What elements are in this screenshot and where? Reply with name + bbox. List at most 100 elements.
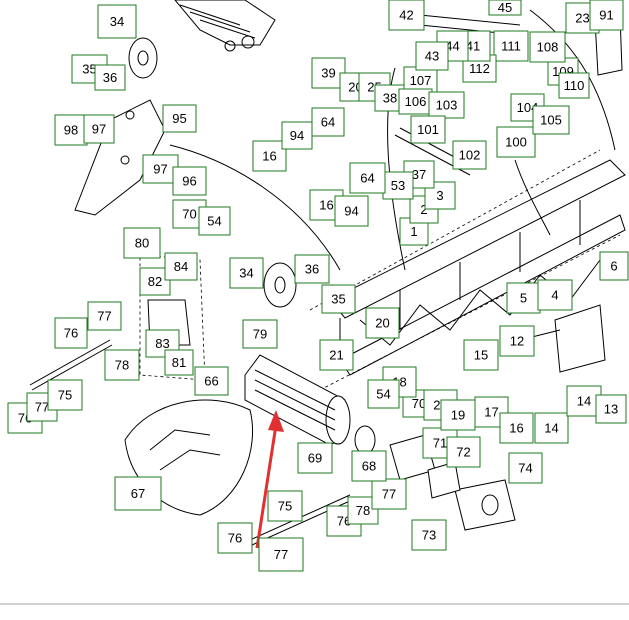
callout-13: 13 [595, 394, 627, 424]
callout-74: 74 [508, 452, 543, 484]
callout-number: 76 [64, 326, 78, 341]
callout-number: 36 [305, 262, 319, 277]
callout-54: 54 [367, 379, 400, 409]
callout-number: 75 [278, 499, 292, 514]
callout-number: 16 [319, 198, 333, 213]
callout-box [398, 88, 433, 115]
callout-box [537, 279, 573, 311]
diagram-drawing [29, 0, 626, 546]
callout-box [83, 114, 115, 144]
callout-68: 68 [351, 450, 387, 482]
callout-number: 91 [599, 8, 613, 23]
callout-box [172, 166, 207, 196]
callout-number: 95 [172, 111, 186, 126]
callout-box [252, 140, 287, 172]
callout-number: 35 [331, 292, 345, 307]
callout-box [440, 399, 476, 431]
callout-106: 106 [398, 88, 433, 115]
callout-number: 13 [604, 402, 618, 417]
callout-number: 100 [505, 135, 527, 150]
callout-16: 16 [252, 140, 287, 172]
callout-box [104, 349, 140, 381]
callout-box [410, 115, 446, 144]
callout-20: 20 [365, 307, 400, 339]
callout-number: 102 [459, 148, 481, 163]
callout-box [499, 325, 535, 357]
callout-box [415, 41, 449, 71]
callout-box [321, 284, 356, 314]
callout-75: 75 [47, 379, 83, 411]
callout-number: 106 [405, 94, 427, 109]
callout-box [258, 537, 304, 572]
pointer-arrow [255, 410, 284, 549]
callout-number: 39 [321, 66, 335, 81]
callout-77: 77 [258, 537, 304, 572]
callout-98: 98 [54, 114, 88, 146]
callout-number: 41 [466, 39, 480, 54]
callout-76: 76 [217, 522, 253, 554]
callout-number: 110 [564, 78, 585, 93]
callout-number: 2 [420, 202, 427, 217]
callout-number: 19 [451, 408, 465, 423]
callout-box [558, 72, 590, 99]
callout-5: 5 [506, 282, 541, 314]
callout-53: 53 [382, 171, 414, 200]
callout-73: 73 [411, 519, 447, 551]
callout-number: 53 [391, 178, 405, 193]
callout-16: 16 [499, 412, 534, 444]
callout-box [123, 227, 161, 259]
callout-number: 73 [422, 528, 436, 543]
callout-number: 78 [356, 503, 370, 518]
callout-number: 64 [321, 115, 335, 130]
callout-75: 75 [267, 490, 303, 522]
callout-box [217, 522, 253, 554]
callout-number: 21 [329, 348, 343, 363]
callout-number: 20 [375, 316, 389, 331]
callout-15: 15 [463, 339, 499, 371]
callout-77: 77 [87, 301, 122, 331]
callout-number: 54 [376, 387, 390, 402]
callout-number: 112 [469, 61, 490, 76]
callout-95: 95 [162, 104, 197, 133]
callout-box [97, 4, 137, 39]
callout-box [164, 349, 194, 376]
callout-84: 84 [164, 252, 198, 281]
callout-number: 14 [544, 421, 558, 436]
callout-17: 17 [474, 396, 509, 428]
callout-number: 70 [182, 207, 196, 222]
callout-box [294, 254, 330, 284]
callout-box [367, 379, 400, 409]
callout-box [267, 490, 303, 522]
callout-number: 94 [290, 128, 304, 143]
callout-6: 6 [599, 251, 629, 281]
callout-78: 78 [104, 349, 140, 381]
callout-box [94, 64, 126, 91]
callout-box [496, 126, 536, 158]
callout-number: 67 [131, 486, 145, 501]
callout-number: 103 [436, 98, 458, 113]
callout-number: 98 [64, 123, 78, 138]
callout-number: 79 [253, 327, 267, 342]
callout-34: 34 [229, 257, 264, 289]
callout-box [365, 307, 400, 339]
callout-number: 71 [433, 436, 447, 451]
callout-111: 111 [493, 30, 529, 62]
callout-14: 14 [534, 412, 569, 444]
callout-number: 23 [575, 11, 589, 26]
callout-97: 97 [83, 114, 115, 144]
callout-79: 79 [242, 319, 278, 349]
callout-number: 38 [383, 91, 397, 106]
callout-21: 21 [319, 339, 354, 371]
callout-box [371, 478, 407, 510]
callout-box [311, 107, 345, 137]
callout-number: 15 [474, 348, 488, 363]
callout-number: 34 [239, 266, 253, 281]
bottom-rule [0, 603, 629, 605]
callout-110: 110 [558, 72, 590, 99]
callout-box [297, 442, 333, 474]
callout-number: 34 [110, 14, 124, 29]
callout-43: 43 [415, 41, 449, 71]
callout-100: 100 [496, 126, 536, 158]
callout-36: 36 [294, 254, 330, 284]
